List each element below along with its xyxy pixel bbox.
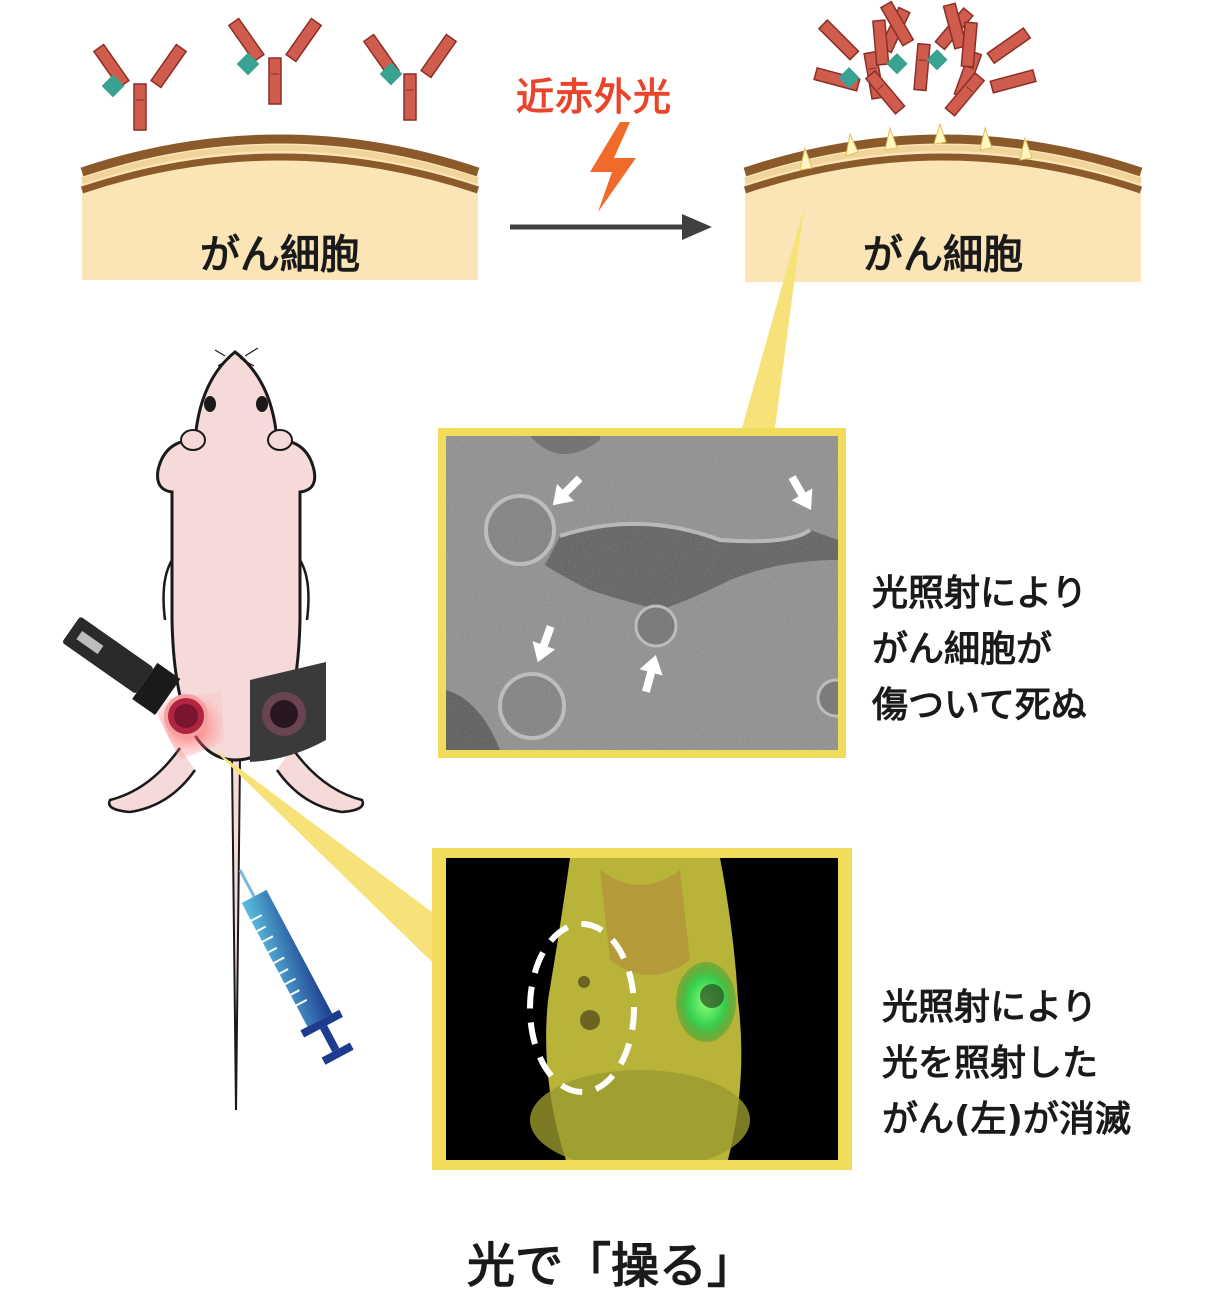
nir-light-label: 近赤外光 (516, 75, 673, 119)
mouse-illustration (107, 347, 365, 1111)
microscope-image (438, 428, 846, 758)
antibody-cluster-right (808, 0, 1042, 143)
process-arrow (510, 214, 712, 240)
caption-mouse: 光照射により 光を照射した がん(左)が消滅 (882, 980, 1131, 1148)
caption-mouse-line-1: 光照射により (882, 987, 1098, 1028)
tumor-right (250, 662, 326, 762)
caption-mouse-line-3: がん(左)が消滅 (882, 1099, 1131, 1140)
caption-microscope-line-1: 光照射により (872, 573, 1088, 614)
caption-microscope-line-3: 傷ついて死ぬ (872, 685, 1087, 726)
antigen-left (101, 52, 403, 98)
caption-mouse-line-2: 光を照射した (882, 1043, 1099, 1084)
arrow-markers (532, 475, 813, 693)
caption-microscope-line-2: がん細胞が (872, 629, 1053, 670)
antigen-right (838, 49, 948, 89)
callout-cell (742, 208, 804, 428)
lightning-icon (590, 122, 636, 212)
callout-mouse (212, 748, 432, 962)
antibody-left-3 (363, 33, 457, 121)
caption-microscope: 光照射により がん細胞が 傷ついて死ぬ (872, 566, 1087, 734)
cancer-cell-right-label: がん細胞 (863, 232, 1023, 278)
fluorescence-image (432, 848, 852, 1170)
flashlight-icon (63, 617, 224, 760)
syringe-icon (238, 869, 354, 1065)
page-title: 光で「操る」 (466, 1238, 755, 1294)
cancer-cell-right (743, 122, 1143, 282)
cancer-cell-left (80, 134, 480, 280)
cancer-cell-left-label: がん細胞 (200, 232, 360, 278)
